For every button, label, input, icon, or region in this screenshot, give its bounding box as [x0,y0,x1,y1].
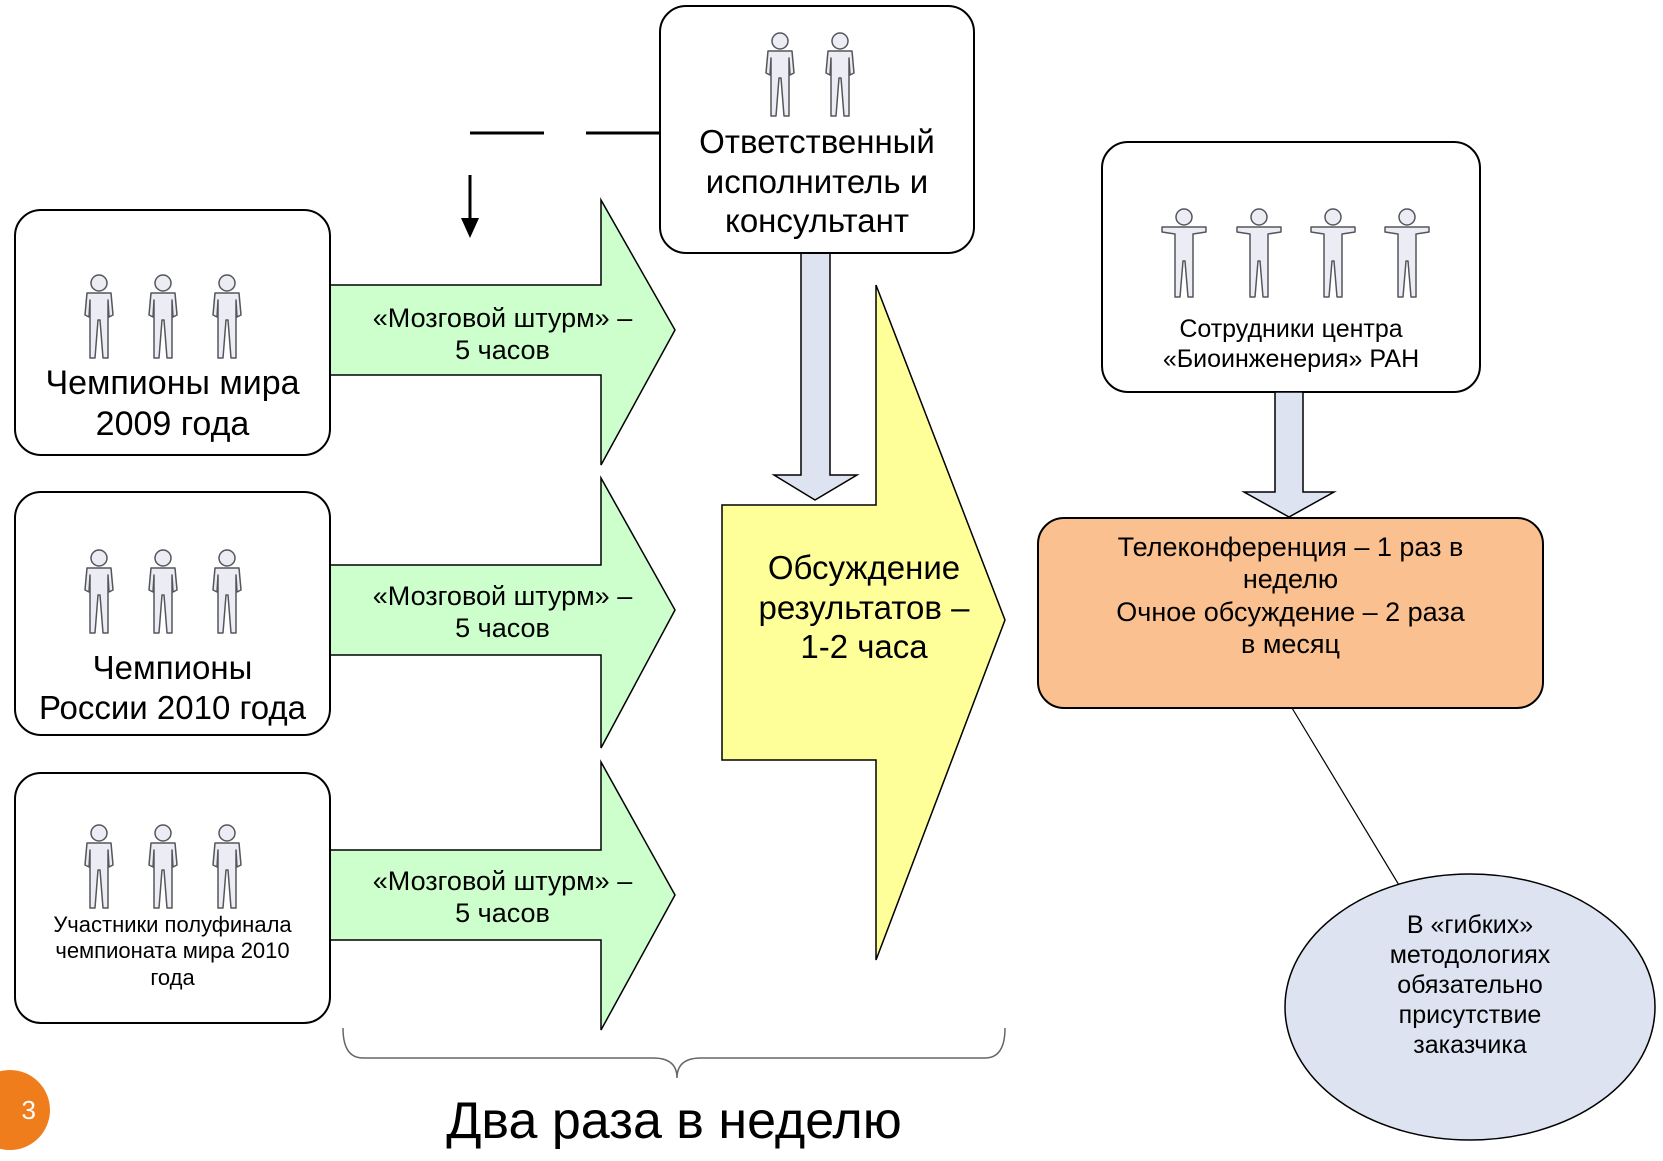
staff-down-arrow [1241,391,1337,518]
note-ellipse [1284,873,1656,1141]
frequency-brace [342,1027,1006,1079]
brainstorm-label-1: «Мозговой штурм» –5 часов [372,303,633,366]
brainstorm-arrow-1 [329,197,676,466]
brainstorm-arrow-2 [329,475,676,749]
brainstorm-label-2: «Мозговой штурм» –5 часов [372,581,633,644]
executor-down-arrow [771,239,860,501]
frequency-caption: Два раза в неделю [446,1092,902,1150]
brainstorm-arrow-3 [329,759,676,1031]
dashed-connector [461,131,660,238]
brainstorm-label-3: «Мозговой штурм» –5 часов [372,866,633,929]
staff-label: Сотрудники центра«Биоинженерия» РАН [1162,315,1420,373]
discussion-arrow [721,284,1006,961]
conference-box [1037,517,1544,709]
executor-box [659,5,975,254]
note-callout-line [1291,707,1406,896]
